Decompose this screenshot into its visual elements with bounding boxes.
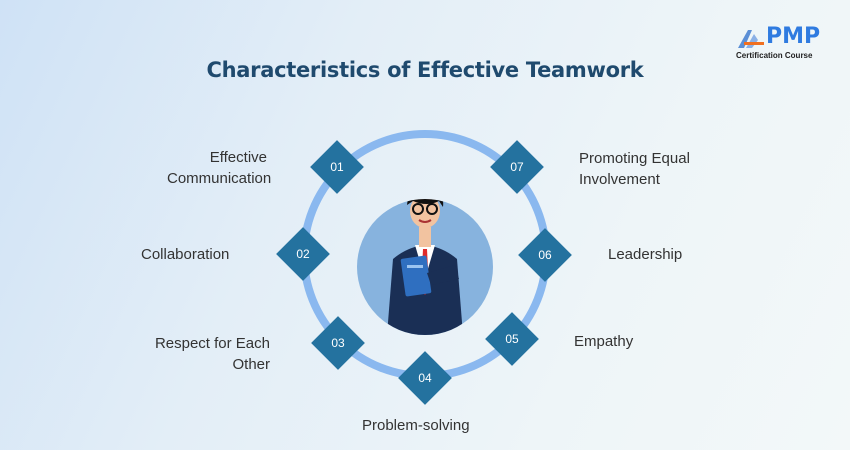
- label-collaboration: Collaboration: [141, 246, 230, 263]
- label-problem-solving: Problem-solving: [362, 417, 470, 434]
- step-number: 02: [296, 247, 310, 261]
- label-respect: Respect for Each Other: [154, 335, 270, 373]
- label-equal-involvement: Promoting Equal Involvement: [579, 150, 690, 188]
- label-leadership: Leadership: [608, 246, 683, 263]
- step-number: 07: [510, 160, 524, 174]
- step-number: 03: [331, 336, 345, 350]
- person-illustration: [357, 199, 493, 335]
- label-empathy: Empathy: [574, 333, 634, 350]
- step-number: 01: [330, 160, 344, 174]
- page-title: Characteristics of Effective Teamwork: [206, 58, 644, 82]
- pmp-logo: PMP Certification Course: [736, 24, 821, 66]
- step-number: 04: [418, 371, 432, 385]
- step-number: 06: [538, 248, 552, 262]
- logo-mark-icon: [738, 30, 764, 48]
- logo-subtitle: Certification Course: [736, 51, 813, 60]
- logo-brand: PMP: [766, 24, 821, 49]
- step-number: 05: [505, 332, 519, 346]
- label-effective-communication: Effective Communication: [167, 149, 272, 187]
